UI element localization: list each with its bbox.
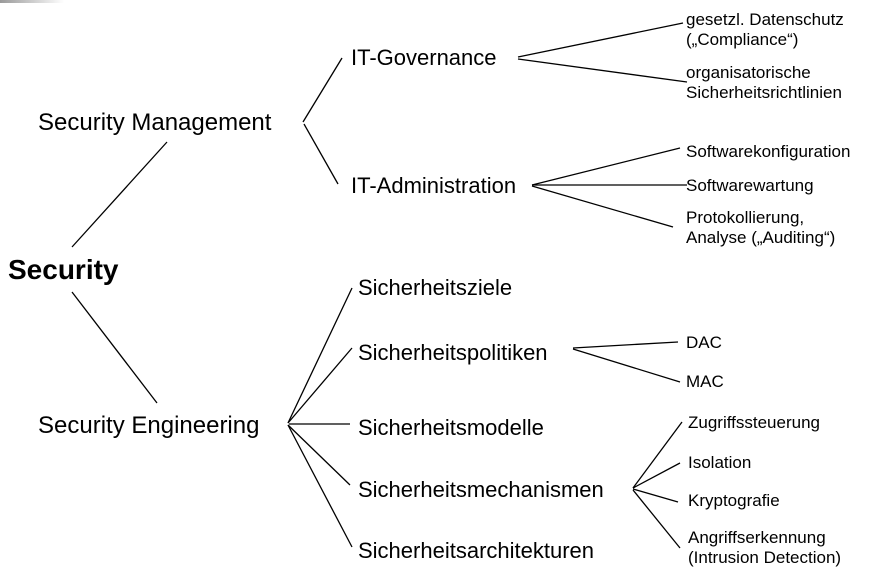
node-sicherheitspolitiken: Sicherheitspolitiken: [358, 340, 548, 365]
node-angriffserkennung-intrusion-detection: Angriffserkennung (Intrusion Detection): [688, 528, 842, 567]
node-mac: MAC: [686, 372, 724, 391]
connector-line: [287, 347, 353, 424]
node-security: Security: [8, 254, 119, 285]
connector-line: [572, 341, 679, 349]
node-organisatorische-sicherheitsrichtlinien: organisatorische Sicherheitsrichtlinien: [686, 63, 842, 102]
connector-line: [287, 424, 353, 548]
connector-line: [531, 147, 681, 186]
connector-line: [531, 185, 674, 228]
connector-line: [517, 22, 684, 58]
node-zugriffssteuerung: Zugriffssteuerung: [688, 413, 820, 432]
connector-line: [71, 141, 168, 248]
node-softwarekonfiguration: Softwarekonfiguration: [686, 142, 851, 161]
connector-line: [632, 421, 683, 489]
node-security-engineering: Security Engineering: [38, 412, 260, 439]
connector-line: [517, 58, 688, 83]
connector-line: [71, 291, 158, 404]
node-isolation: Isolation: [688, 453, 752, 472]
node-sicherheitsarchitekturen: Sicherheitsarchitekturen: [358, 538, 595, 563]
connector-line: [632, 489, 681, 549]
node-softwarewartung: Softwarewartung: [686, 176, 814, 195]
connector-line: [302, 57, 343, 123]
node-sicherheitsmechanismen: Sicherheitsmechanismen: [358, 477, 604, 502]
connector-line: [632, 462, 681, 489]
node-protokollierung-analyse-auditing: Protokollierung, Analyse („Auditing“): [686, 208, 836, 247]
connector-line: [303, 123, 339, 185]
node-kryptografie: Kryptografie: [688, 491, 780, 510]
connector-line: [632, 488, 679, 503]
node-it-governance: IT-Governance: [351, 45, 497, 70]
node-sicherheitsmodelle: Sicherheitsmodelle: [358, 415, 544, 440]
node-it-administration: IT-Administration: [351, 173, 517, 198]
node-gesetzl-datenschutz-compliance: gesetzl. Datenschutz („Compliance“): [686, 10, 844, 49]
node-security-management: Security Management: [38, 109, 272, 136]
node-sicherheitsziele: Sicherheitsziele: [358, 275, 513, 300]
connector-line: [287, 424, 351, 486]
connector-line: [287, 287, 353, 424]
node-dac: DAC: [686, 333, 722, 352]
connector-line: [572, 348, 681, 383]
